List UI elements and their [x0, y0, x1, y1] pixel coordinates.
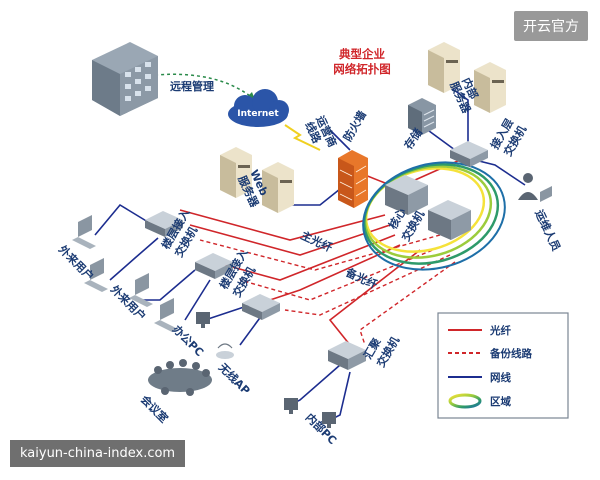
floor-switch-icon-1	[145, 211, 183, 237]
fiber-core-floor2	[224, 234, 396, 281]
firewall-icon	[338, 150, 368, 208]
internal-pc-icon-1	[284, 398, 298, 414]
floor-switch-icon-2	[195, 253, 233, 279]
legend-label-cable: 网线	[490, 371, 511, 384]
watermark-url: kaiyun-china-index.com	[10, 440, 186, 467]
remote-label: 远程管理	[170, 79, 214, 93]
internal-server-icon	[428, 42, 506, 113]
building-icon	[92, 42, 158, 116]
cable-floor2-guest	[140, 269, 196, 301]
access-switch-icon	[450, 141, 488, 167]
wireless-ap-label: 无线AP	[215, 360, 253, 398]
fiber-core-floor1	[179, 209, 386, 241]
cable-floor2-office	[184, 279, 211, 321]
cable-firewall-isp	[329, 129, 351, 151]
backup-core-floor3	[284, 254, 451, 316]
guest-laptop-icon-1	[72, 215, 96, 249]
legend-swatch-area-icon	[448, 393, 482, 409]
cable-floor1-guest2	[109, 237, 159, 281]
core-switch-icon-1	[385, 175, 428, 215]
office-pc-icon-1	[154, 298, 178, 332]
ops-label: 运维人员	[532, 207, 563, 253]
fiber-lines	[179, 159, 461, 346]
cable-floor3-wireless	[239, 314, 263, 346]
office-pc-icon-2	[196, 312, 210, 328]
remote-link	[154, 73, 256, 101]
backup-core-floor1	[199, 234, 441, 271]
meeting-room-label: 会议室	[138, 392, 171, 425]
internal-pc-icon-2	[322, 412, 336, 428]
backup-core-agg	[359, 261, 456, 346]
isp-link	[284, 124, 321, 151]
internet-cloud-icon	[228, 89, 289, 127]
legend-label-backup: 备份线路	[489, 347, 532, 360]
legend: 光纤 备份线路 网线 区域	[437, 312, 569, 419]
core-area-rings	[362, 161, 506, 271]
firewall-label: 防火墙	[340, 108, 369, 144]
fiber-core-agg	[328, 249, 421, 346]
guest-laptop-icon-2	[84, 258, 108, 292]
cable-ops-access	[474, 159, 526, 186]
diagram-title-line-2: 网络拓扑图	[333, 62, 391, 76]
legend-label-area: 区域	[490, 395, 511, 408]
cable-floor1-guest1	[94, 203, 149, 236]
agg-switch-icon	[328, 341, 366, 370]
main-fiber-label: 主光纤	[299, 228, 335, 255]
storage-icon	[408, 98, 436, 135]
brand-badge: 开云官方	[514, 11, 588, 41]
core-switch-icon-2	[428, 200, 471, 240]
internet-label: Internet	[237, 109, 279, 119]
guest-laptop-icon-3	[129, 273, 153, 307]
floor-switch-icon-3	[242, 294, 280, 320]
backup-fiber-label: 备光纤	[343, 265, 380, 292]
cable-access-storage	[424, 127, 456, 151]
backup-lines	[199, 234, 456, 346]
legend-label-fiber: 光纤	[489, 324, 511, 337]
fiber-core-floor1-b	[189, 224, 391, 256]
cable-web-firewall	[290, 184, 346, 206]
meeting-room-icon	[148, 359, 212, 396]
ops-person-icon	[518, 173, 552, 202]
web-server-icon	[220, 147, 294, 213]
diagram-title-line-1: 典型企业	[339, 47, 385, 61]
wireless-ap-icon	[216, 343, 234, 359]
fiber-core-floor3	[269, 244, 401, 301]
